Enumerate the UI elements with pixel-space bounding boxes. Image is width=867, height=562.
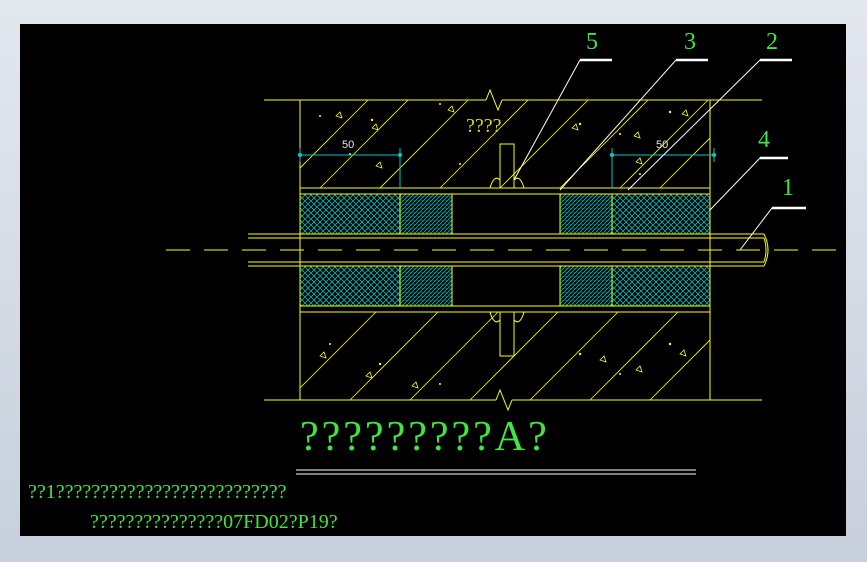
drawing-title: ?????????A? — [300, 414, 550, 460]
sealant-block-left-inner-lower — [399, 265, 453, 307]
pipe-penetration-section-drawing — [166, 58, 842, 475]
dimension-right-label: 50 — [656, 139, 669, 151]
cad-canvas: 5 3 2 4 1 50 50 ???? ?????????A? ??1????… — [20, 24, 846, 536]
wall-lower — [264, 388, 762, 412]
callout-1: 1 — [782, 175, 794, 201]
filler-block-right-outer-lower — [611, 265, 711, 307]
callout-leaders — [513, 58, 806, 251]
wall-upper — [264, 88, 762, 400]
sealant-block-right-inner-lower — [559, 265, 613, 307]
filler-block-left-outer-upper — [299, 193, 401, 235]
wall-label: ???? — [466, 115, 502, 137]
callout-5: 5 — [586, 29, 598, 55]
sealant-block-left-inner-upper — [399, 193, 453, 235]
dimension-lines — [297, 148, 717, 188]
sealant-block-right-inner-upper — [559, 193, 613, 235]
filler-block-right-outer-upper — [611, 193, 711, 235]
note-line-1: ??1?????????????????????????? — [28, 481, 287, 503]
pipe — [248, 233, 769, 267]
title-underline — [296, 469, 696, 475]
filler-block-left-outer-lower — [299, 265, 401, 307]
concrete-hatch-lower — [300, 312, 710, 400]
callout-3: 3 — [684, 29, 696, 55]
callout-4: 4 — [758, 127, 770, 153]
note-line-2: ???????????????07FD02?P19? — [90, 511, 338, 533]
aggregate-dots — [319, 103, 672, 385]
callout-2: 2 — [766, 29, 778, 55]
concrete-hatch-upper — [300, 100, 710, 188]
dimension-left-label: 50 — [342, 139, 355, 151]
